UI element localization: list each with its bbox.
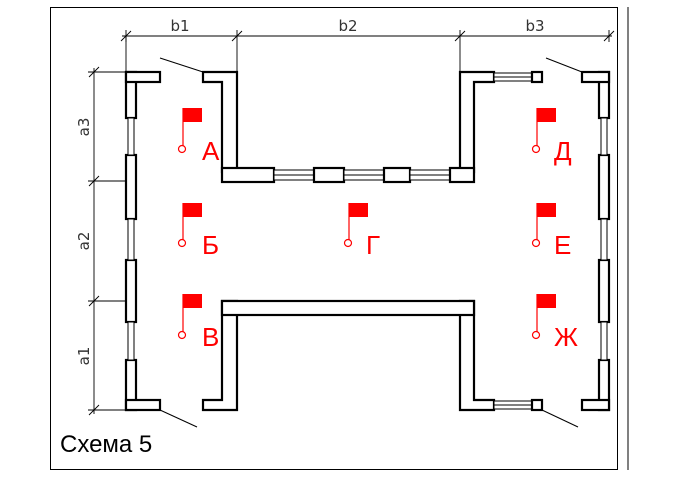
courtyard-top-seg-3 [382,166,412,184]
marker-label-e: Е [554,230,571,260]
building-walls [124,57,611,428]
left-wall-seg-3 [124,258,138,324]
upper-right-inner-wall [458,70,496,174]
bottom-left-corner-bottom [124,398,162,412]
marker-b: Б [177,203,219,260]
marker-label-b: Б [202,230,219,260]
top-dimension: b1 b2 b3 [120,17,615,74]
courtyard-top-seg-1 [220,166,276,184]
left-wall-seg-2 [124,153,138,221]
left-dimension: a3 a2 a1 [75,66,126,416]
marker-zh: Ж [531,294,578,352]
dim-label-b2: b2 [338,17,357,35]
marker-a: А [177,108,220,166]
courtyard-top-seg-2 [312,166,346,184]
drawing-frame [50,7,618,470]
marker-label-d: Д [554,136,572,166]
dim-label-a2: a2 [75,232,93,251]
lower-right-inner-wall [458,299,496,412]
courtyard-top-seg-4 [448,166,476,184]
marker-label-zh: Ж [554,322,578,352]
dim-label-b3: b3 [525,17,544,35]
top-right-corner-top [580,70,611,84]
marker-label-g: Г [366,230,380,260]
right-wall-seg-2 [597,153,611,221]
lower-left-inner-wall [201,299,239,412]
marker-label-a: А [202,136,220,166]
marker-g: Г [343,203,380,260]
right-wall-seg-3 [597,258,611,324]
dim-label-a1: a1 [75,347,93,366]
dim-label-b1: b1 [170,17,189,35]
marker-label-v: В [202,322,219,352]
dim-label-a3: a3 [75,118,93,137]
courtyard-bottom-wall [220,299,476,317]
bottom-right-corner-bottom [580,398,611,412]
marker-v: В [177,294,219,352]
scheme-caption: Схема 5 [60,431,152,458]
marker-e: Е [531,203,571,260]
top-left-corner-top [124,70,162,84]
marker-d: Д [531,108,572,166]
